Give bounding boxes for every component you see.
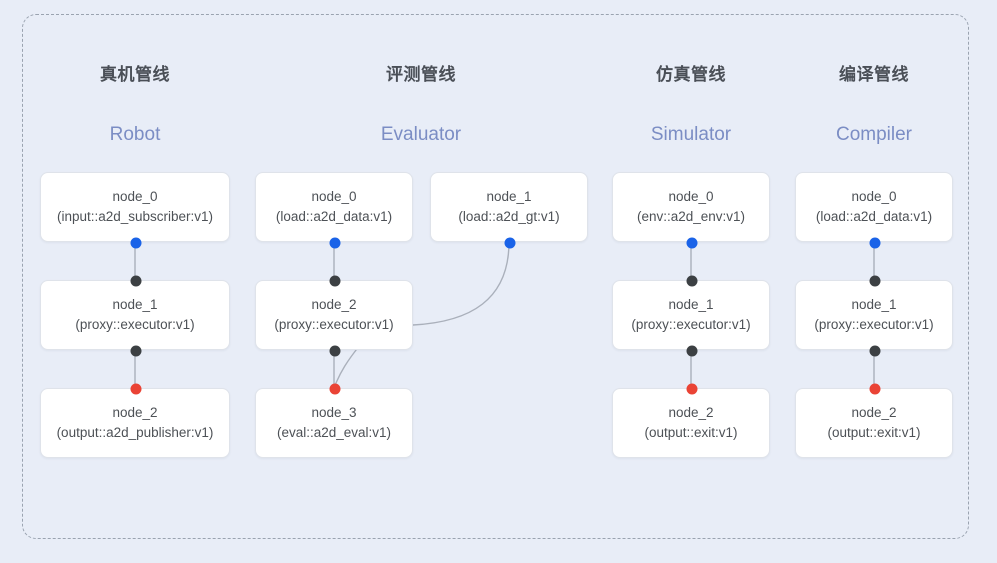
node-port-bottom-blue[interactable] <box>504 237 516 249</box>
node-port-top-black[interactable] <box>869 275 881 287</box>
edge-eval-gt-to-2 <box>412 241 510 326</box>
node-card[interactable]: node_2(output::a2d_publisher:v1) <box>40 383 230 458</box>
node-name: node_0 <box>668 189 714 205</box>
node-port-top-black[interactable] <box>130 275 142 287</box>
node-name: node_1 <box>668 297 714 313</box>
node-name: node_1 <box>112 297 158 313</box>
node-type: (output::exit:v1) <box>827 425 921 440</box>
node-name: node_2 <box>851 405 897 421</box>
node-card[interactable]: node_2(output::exit:v1) <box>795 383 953 458</box>
node-name: node_1 <box>851 297 897 313</box>
column-title-evaluator: 评测管线 <box>386 65 456 84</box>
node-card[interactable]: node_2(proxy::executor:v1) <box>255 275 413 357</box>
node-card[interactable]: node_0(env::a2d_env:v1) <box>612 172 770 249</box>
column-title-compiler: 编译管线 <box>839 65 909 84</box>
column-subtitle-robot: Robot <box>109 124 161 145</box>
node-card[interactable]: node_3(eval::a2d_eval:v1) <box>255 383 413 458</box>
node-card[interactable]: node_1(proxy::executor:v1) <box>40 275 230 357</box>
node-port-bottom-blue[interactable] <box>329 237 341 249</box>
node-port-bottom-blue[interactable] <box>686 237 698 249</box>
node-type: (output::exit:v1) <box>644 425 738 440</box>
node-port-top-black[interactable] <box>329 275 341 287</box>
node-name: node_2 <box>112 405 158 421</box>
node-port-bottom-black[interactable] <box>329 345 341 357</box>
node-port-top-black[interactable] <box>686 275 698 287</box>
column-subtitle-evaluator: Evaluator <box>380 124 462 145</box>
node-type: (proxy::executor:v1) <box>814 317 934 332</box>
node-port-bottom-black[interactable] <box>686 345 698 357</box>
node-type: (proxy::executor:v1) <box>274 317 394 332</box>
node-port-top-red[interactable] <box>329 383 341 395</box>
node-card[interactable]: node_0(load::a2d_data:v1) <box>795 172 953 249</box>
column-title-simulator: 仿真管线 <box>656 65 726 84</box>
node-name: node_0 <box>112 189 158 205</box>
node-type: (load::a2d_data:v1) <box>815 209 933 224</box>
node-type: (input::a2d_subscriber:v1) <box>56 209 214 224</box>
node-name: node_2 <box>311 297 357 313</box>
node-name: node_0 <box>311 189 357 205</box>
column-subtitle-compiler: Compiler <box>835 124 913 145</box>
node-type: (proxy::executor:v1) <box>631 317 751 332</box>
node-type: (proxy::executor:v1) <box>75 317 195 332</box>
node-port-bottom-blue[interactable] <box>130 237 142 249</box>
node-name: node_0 <box>851 189 897 205</box>
node-port-bottom-black[interactable] <box>130 345 142 357</box>
node-type: (env::a2d_env:v1) <box>636 209 746 224</box>
node-port-bottom-blue[interactable] <box>869 237 881 249</box>
node-port-bottom-black[interactable] <box>869 345 881 357</box>
node-type: (load::a2d_data:v1) <box>275 209 393 224</box>
column-subtitle-simulator: Simulator <box>650 124 732 145</box>
node-type: (eval::a2d_eval:v1) <box>276 425 392 440</box>
node-type: (output::a2d_publisher:v1) <box>56 425 214 440</box>
dashed-container-frame <box>22 14 969 539</box>
node-port-top-red[interactable] <box>686 383 698 395</box>
node-card[interactable]: node_1(proxy::executor:v1) <box>612 275 770 357</box>
column-title-robot: 真机管线 <box>100 65 170 84</box>
node-port-top-red[interactable] <box>869 383 881 395</box>
node-card[interactable]: node_2(output::exit:v1) <box>612 383 770 458</box>
node-name: node_3 <box>311 405 357 421</box>
node-card[interactable]: node_1(load::a2d_gt:v1) <box>430 172 588 249</box>
node-card[interactable]: node_1(proxy::executor:v1) <box>795 275 953 357</box>
node-card[interactable]: node_0(input::a2d_subscriber:v1) <box>40 172 230 249</box>
node-card[interactable]: node_0(load::a2d_data:v1) <box>255 172 413 249</box>
node-name: node_1 <box>486 189 532 205</box>
node-port-top-red[interactable] <box>130 383 142 395</box>
node-name: node_2 <box>668 405 714 421</box>
node-type: (load::a2d_gt:v1) <box>458 209 560 224</box>
